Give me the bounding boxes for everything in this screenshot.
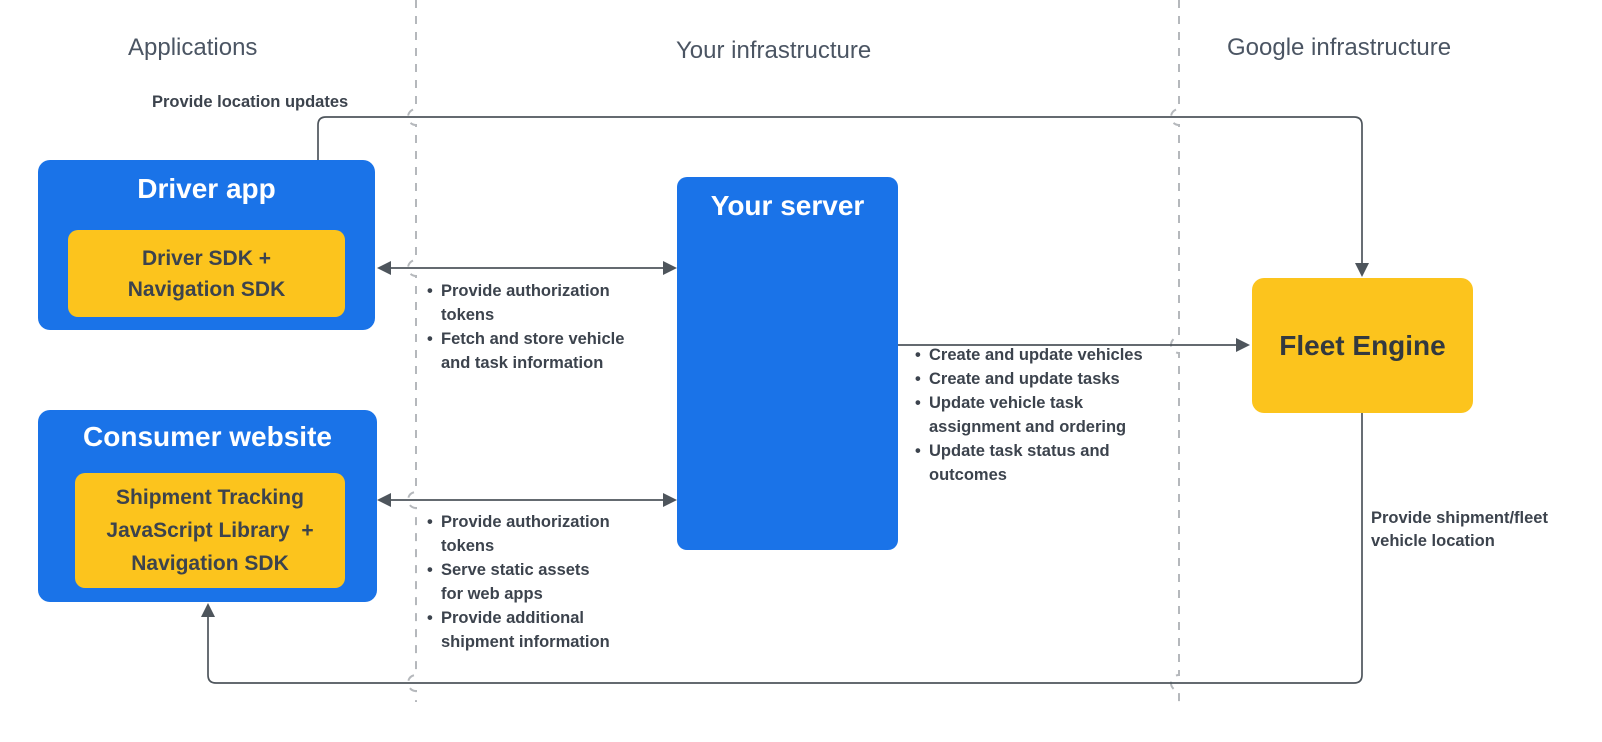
node-driver-sdk: Driver SDK + Navigation SDK [68,230,345,317]
arrowhead-into-consumer-bottom [201,603,215,617]
consumer-website-title: Consumer website [83,421,332,452]
node-shipment-tracking-sdk: Shipment Tracking JavaScript Library + N… [75,473,345,588]
column-divider-left [407,0,417,702]
arrowhead-into-consumer [377,493,391,507]
node-fleet-engine: Fleet Engine [1252,278,1473,413]
list-item: Serve static assets for web apps [427,558,657,606]
list-driver-to-server: Provide authorization tokens Fetch and s… [427,279,657,375]
edge-fleet-consumer-line [207,413,1363,684]
list-item: Fetch and store vehicle and task informa… [427,327,657,375]
arrowhead-into-server-top [663,261,677,275]
arrowhead-into-fleet-top [1355,263,1369,277]
arrowhead-into-server-bottom [663,493,677,507]
arrowhead-into-fleet-left [1236,338,1250,352]
list-item: Create and update vehicles [915,343,1175,367]
arrowhead-into-driver-app [377,261,391,275]
list-item: Update vehicle task assignment and order… [915,391,1175,439]
column-header-google-infrastructure: Google infrastructure [1227,34,1452,61]
your-server-title: Your server [710,190,865,221]
column-header-applications: Applications [128,34,258,61]
list-item: Create and update tasks [915,367,1175,391]
list-item: Provide authorization tokens [427,510,657,558]
list-item: Provide additional shipment information [427,606,657,654]
column-header-your-infrastructure: Your infrastructure [676,37,872,64]
list-item: Provide authorization tokens [427,279,657,327]
list-consumer-to-server: Provide authorization tokens Serve stati… [427,510,657,654]
driver-app-title: Driver app [137,173,276,204]
list-server-to-fleet: Create and update vehicles Create and up… [915,343,1175,487]
edge-label-provide-shipment-fleet: Provide shipment/fleet vehicle location [1371,509,1548,550]
edge-location-updates-line [317,116,1363,264]
edge-label-provide-location-updates: Provide location updates [152,93,349,111]
node-your-server: Your server [677,177,898,550]
list-item: Update task status and outcomes [915,439,1175,487]
